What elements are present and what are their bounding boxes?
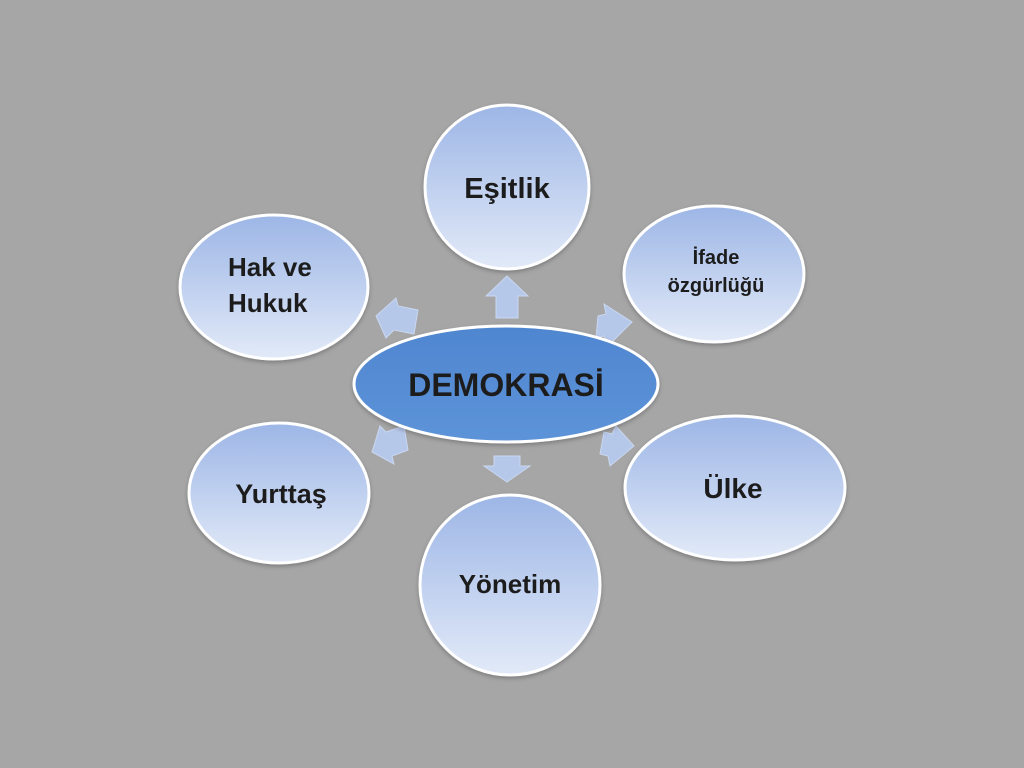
node-hak-ve-hukuk: Hak ve Hukuk [178,213,370,361]
arrows [371,275,635,483]
node-ifade-label-line1: İfade [693,246,740,269]
center-node-demokrasi: DEMOKRASİ [352,324,660,444]
node-ulke-label: Ülke [703,473,762,504]
node-ifade-label-line2: özgürlüğü [668,275,765,297]
arrow-down-icon [482,455,532,483]
node-yonetim: Yönetim [418,493,602,677]
arrow-upper-left-icon [375,297,419,339]
node-esitlik-label: Eşitlik [464,173,550,205]
node-hak-label-line2: Hukuk [228,288,308,318]
node-yurttas-label: Yurttaş [235,479,327,509]
node-hak-label-line1: Hak ve [228,252,312,282]
node-yonetim-label: Yönetim [459,569,562,599]
node-ifade-ozgurlugu: İfade özgürlüğü [622,204,806,344]
node-ulke: Ülke [623,414,847,562]
arrow-lower-left-icon [371,425,409,465]
arrow-up-icon [484,275,530,319]
arrow-lower-right-icon [599,425,635,467]
center-node-label: DEMOKRASİ [408,367,604,403]
node-yurttas: Yurttaş [187,421,371,565]
node-esitlik: Eşitlik [423,103,591,271]
